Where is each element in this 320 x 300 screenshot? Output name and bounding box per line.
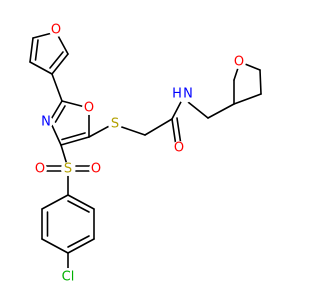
atom-thf-oxygen: O	[232, 55, 246, 70]
bond	[144, 118, 173, 136]
bond	[259, 69, 262, 95]
bond	[67, 200, 90, 213]
atom-label: O	[84, 101, 94, 116]
atom-label: N	[183, 87, 193, 102]
bond	[67, 238, 95, 254]
bond	[61, 132, 86, 141]
atom-sulfonyl-oxygen-right: O	[89, 162, 103, 177]
atom-labels: O O N S O N H O S	[33, 23, 246, 286]
bond	[67, 194, 95, 210]
atom-label: O	[234, 55, 244, 70]
bond	[51, 53, 69, 75]
bond	[41, 238, 69, 254]
atom-sulfonyl-oxygen-left: O	[33, 162, 47, 177]
atom-label: S	[111, 117, 119, 132]
bond	[67, 235, 90, 248]
bond	[29, 37, 34, 63]
bond	[29, 61, 53, 75]
bond	[49, 100, 63, 122]
bond	[54, 105, 66, 123]
bond	[49, 51, 64, 69]
bond	[171, 118, 177, 147]
atom-label: O	[174, 141, 184, 156]
atom-sulfonyl-sulfur: S	[61, 162, 75, 177]
atom-oxazole-oxygen: O	[82, 101, 96, 116]
atom-thioether-sulfur: S	[108, 117, 122, 132]
atom-label: Cl	[62, 270, 75, 285]
atom-amide-oxygen: O	[172, 141, 186, 156]
bond	[233, 93, 262, 105]
atom-chlorine: Cl	[59, 268, 77, 286]
bond	[176, 117, 182, 146]
atom-furan-oxygen: O	[49, 23, 63, 38]
bond	[51, 73, 63, 102]
atom-label: S	[64, 162, 72, 177]
bond	[34, 39, 39, 61]
bonds	[29, 31, 262, 273]
bond	[207, 103, 235, 119]
molecule-structure: O O N S O N H O S	[29, 23, 262, 286]
atom-amide-nitrogen: N H	[172, 87, 193, 103]
atom-oxazole-nitrogen: N	[39, 115, 53, 130]
atom-label: H	[172, 87, 182, 102]
atom-label: O	[35, 162, 45, 177]
bond	[60, 136, 90, 146]
atom-label: O	[51, 23, 61, 38]
bond	[41, 194, 69, 210]
molecule-canvas: O O N S O N H O S	[29, 23, 262, 286]
atom-label: O	[91, 162, 101, 177]
atom-label: N	[41, 115, 51, 130]
